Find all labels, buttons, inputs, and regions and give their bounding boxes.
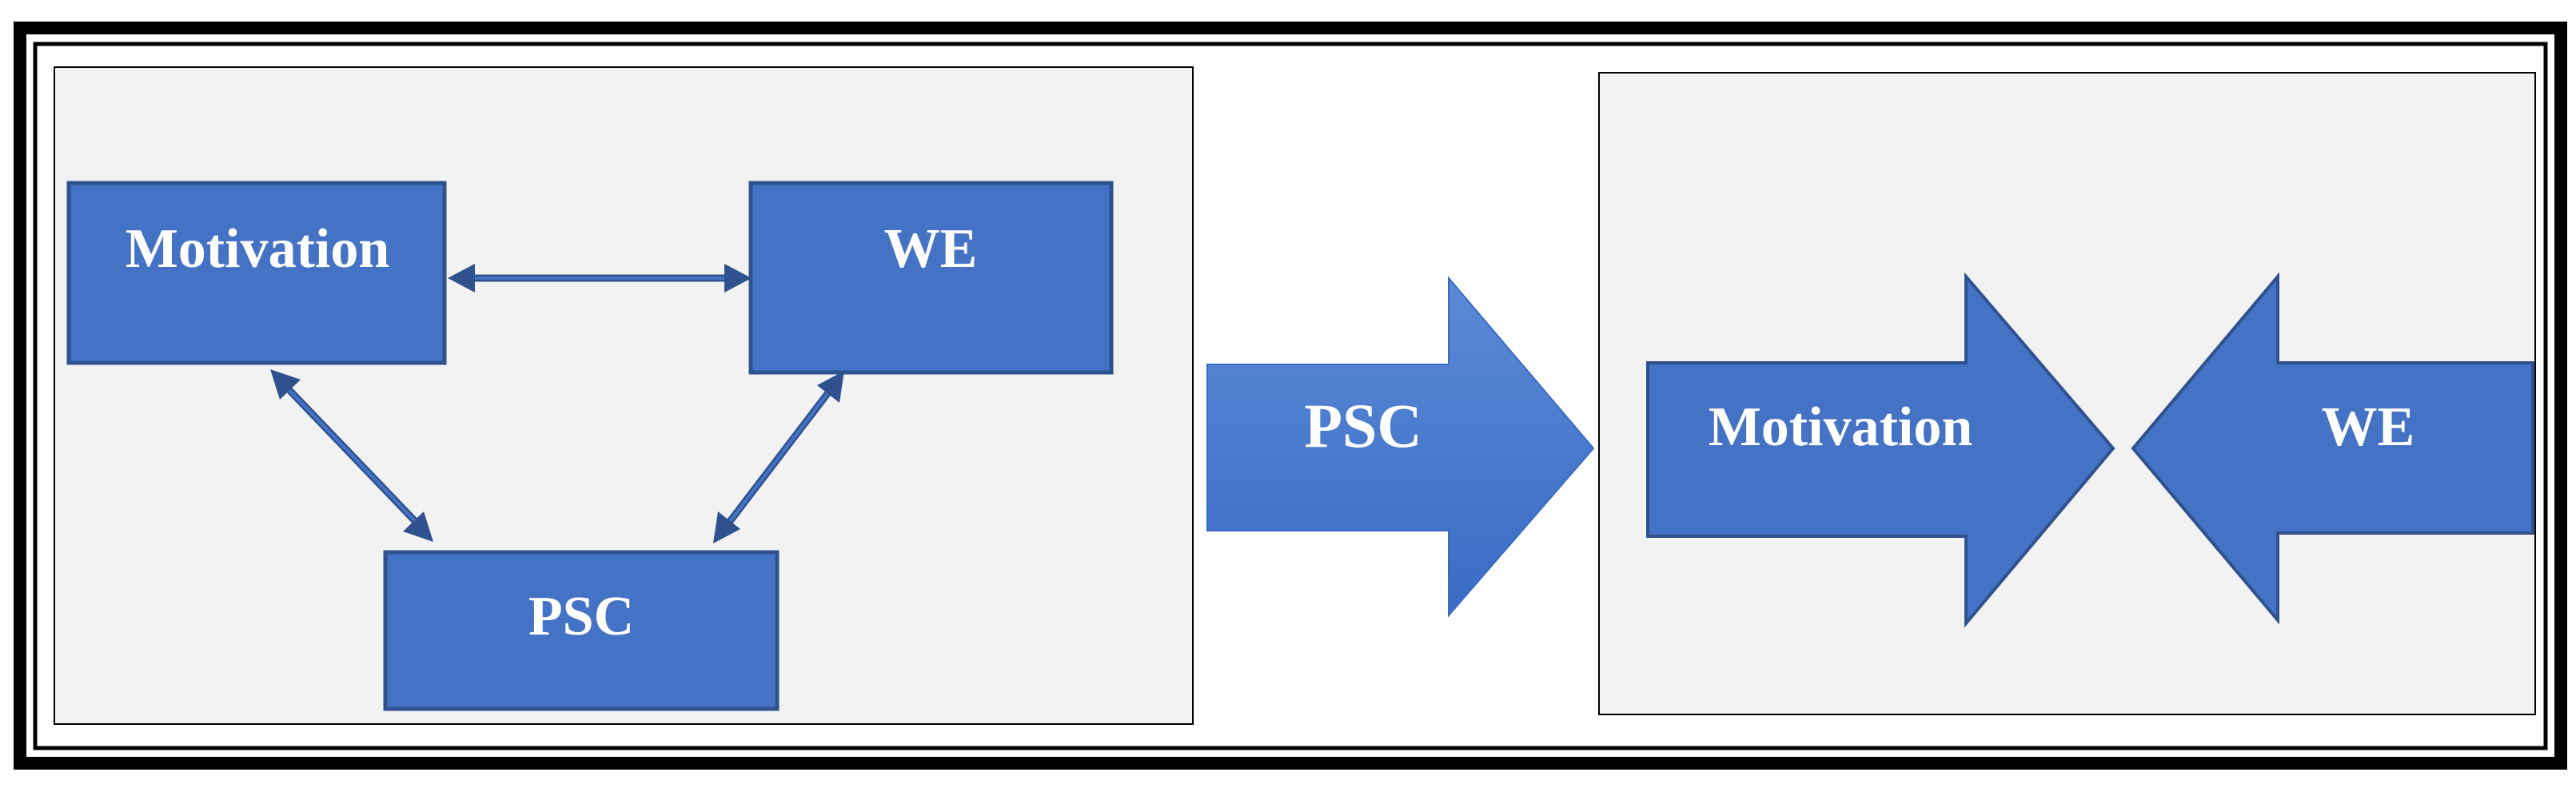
left-panel: Motivation WE PSC <box>54 66 1194 725</box>
right-arrow-shape <box>1206 276 1595 618</box>
inner-frame <box>33 42 2548 750</box>
arrowhead-up-left <box>270 369 301 400</box>
motivation-box: Motivation <box>66 181 447 365</box>
psc-box-label: PSC <box>528 586 634 647</box>
we-box-label: WE <box>884 218 978 280</box>
we-left-arrow: WE <box>2131 272 2534 625</box>
we-box: WE <box>748 181 1114 375</box>
arrowhead-down-right <box>403 511 433 542</box>
right-panel: Motivation WE <box>1598 72 2536 715</box>
arrowhead-left <box>448 264 475 293</box>
connector-we-psc <box>713 371 844 543</box>
arrowhead-down-left <box>713 511 740 543</box>
middle-arrow-label: PSC <box>1304 391 1422 460</box>
outer-frame <box>14 22 2567 770</box>
psc-middle-arrow: PSC <box>1206 276 1595 618</box>
motivation-right-arrow: Motivation <box>1646 272 2115 628</box>
psc-box: PSC <box>383 550 780 711</box>
connector-motivation-we <box>448 264 752 293</box>
we-arrow-label: WE <box>2322 396 2415 458</box>
motivation-arrow-label: Motivation <box>1709 396 1973 458</box>
left-arrow-shape <box>2131 272 2534 625</box>
motivation-box-label: Motivation <box>126 218 390 280</box>
right-arrow-shape <box>1646 272 2115 628</box>
connector-motivation-psc <box>270 369 433 542</box>
arrowhead-up-right <box>817 371 844 403</box>
arrowhead-right <box>724 264 752 293</box>
